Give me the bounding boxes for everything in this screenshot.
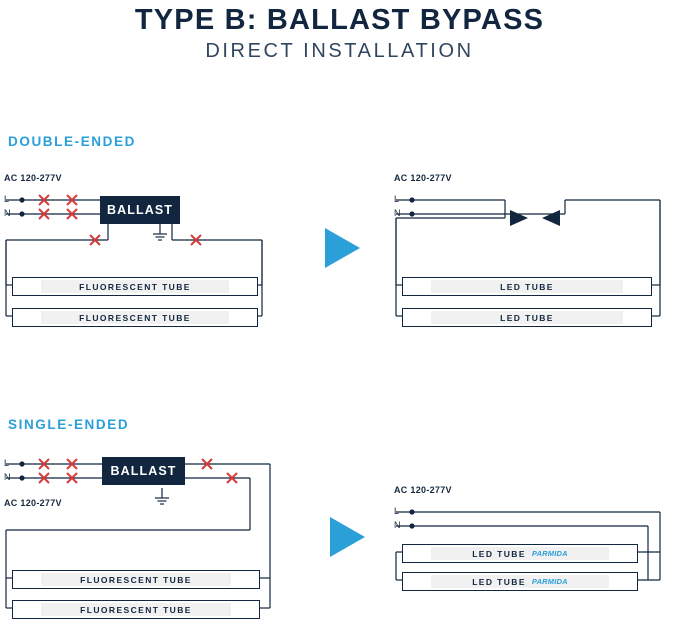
tube-inner: LED TUBE PARMIDA (431, 575, 609, 588)
tube-single-before-2: FLUORESCENT TUBE (12, 600, 260, 619)
line-label-single-after: L (394, 506, 400, 516)
tube-inner: LED TUBE PARMIDA (431, 547, 609, 560)
double-ended-after-connector-arrows (510, 210, 560, 226)
supply-label-single-before: AC 120-277V (4, 498, 62, 508)
tube-label: LED TUBE (500, 312, 554, 323)
tube-label: FLUORESCENT TUBE (80, 604, 192, 615)
tube-inner: FLUORESCENT TUBE (41, 603, 231, 616)
tube-single-after-2: LED TUBE PARMIDA (402, 572, 638, 591)
supply-label-double-before: AC 120-277V (4, 173, 62, 183)
section-label-single-ended: SINGLE-ENDED (8, 417, 130, 432)
neutral-label-double-before: N (4, 208, 11, 218)
tube-inner: FLUORESCENT TUBE (41, 573, 231, 586)
supply-label-double-after: AC 120-277V (394, 173, 452, 183)
line-label-single-before: L (4, 458, 10, 468)
neutral-label-single-before: N (4, 472, 11, 482)
ballast-box-double-before: BALLAST (100, 196, 180, 224)
page-subtitle: DIRECT INSTALLATION (205, 40, 474, 62)
tube-label: LED TUBE (472, 548, 526, 559)
tube-double-after-2: LED TUBE (402, 308, 652, 327)
ballast-box-single-before: BALLAST (102, 457, 185, 485)
tube-single-before-1: FLUORESCENT TUBE (12, 570, 260, 589)
tube-inner: LED TUBE (431, 280, 623, 293)
supply-label-single-after: AC 120-277V (394, 485, 452, 495)
line-label-double-before: L (4, 194, 10, 204)
flow-arrow-single-ended (330, 517, 365, 557)
brand-label: PARMIDA (531, 577, 568, 586)
neutral-label-double-after: N (394, 208, 401, 218)
brand-label: PARMIDA (531, 549, 568, 558)
tube-double-before-2: FLUORESCENT TUBE (12, 308, 258, 327)
tube-inner: FLUORESCENT TUBE (41, 311, 229, 324)
tube-label: FLUORESCENT TUBE (80, 574, 192, 585)
tube-double-after-1: LED TUBE (402, 277, 652, 296)
section-label-double-ended: DOUBLE-ENDED (8, 134, 136, 149)
flow-arrow-double-ended (325, 228, 360, 268)
neutral-label-single-after: N (394, 520, 401, 530)
tube-inner: FLUORESCENT TUBE (41, 280, 229, 293)
tube-label: LED TUBE (472, 576, 526, 587)
tube-single-after-1: LED TUBE PARMIDA (402, 544, 638, 563)
line-label-double-after: L (394, 194, 400, 204)
double-ended-after-wiring (395, 197, 661, 317)
tube-label: FLUORESCENT TUBE (79, 281, 191, 292)
page-title: TYPE B: BALLAST BYPASS (134, 4, 545, 36)
tube-double-before-1: FLUORESCENT TUBE (12, 277, 258, 296)
tube-label: FLUORESCENT TUBE (79, 312, 191, 323)
tube-label: LED TUBE (500, 281, 554, 292)
tube-inner: LED TUBE (431, 311, 623, 324)
